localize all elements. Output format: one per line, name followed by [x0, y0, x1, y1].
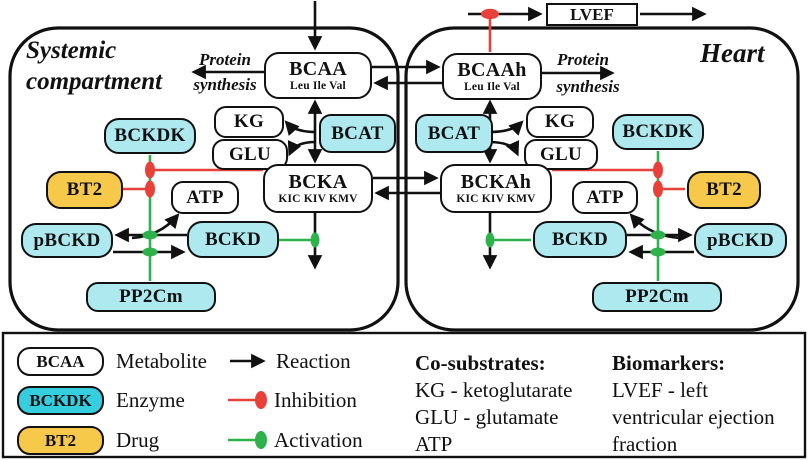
cosubstrates-item: ATP [415, 432, 453, 456]
node-bcaa: BCAA Leu Ile Val [264, 52, 372, 99]
legend-box-outline [1, 331, 807, 459]
activation-dot [142, 247, 158, 257]
node-label: KG [233, 111, 265, 133]
inhibition-dot [653, 180, 663, 198]
legend-metabolite-sample: BCAA [17, 347, 104, 376]
node-bckah: BCKAh KIC KIV KMV [440, 164, 552, 213]
node-label: ATP [586, 186, 624, 208]
node-pbckd-heart: pBCKD [694, 223, 787, 258]
biomarkers-item: LVEF - left [612, 378, 709, 402]
node-bckd-heart: BCKD [533, 221, 627, 258]
biomarkers-heading: Biomarkers: [612, 351, 726, 375]
node-bckdk-systemic: BCKDK [104, 118, 196, 154]
legend-activation-dot [255, 431, 267, 449]
edge-glu-branch-systemic [287, 140, 317, 157]
edge-glu-branch-heart [488, 140, 520, 157]
edge-kg-branch-systemic [284, 120, 317, 136]
node-bcka: BCKA KIC KIV KMV [263, 164, 373, 213]
cosubstrates-heading: Co-substrates: [415, 351, 546, 375]
node-label: BCAAh [457, 58, 527, 81]
node-label: BCKDK [114, 125, 186, 147]
legend-sample-label: BCAA [36, 351, 85, 371]
edge-kg-branch-heart [488, 120, 524, 136]
node-atp-heart: ATP [572, 181, 638, 214]
activation-dot [142, 230, 158, 240]
node-lvef: LVEF [546, 3, 638, 26]
node-sublabel: KIC KIV KMV [278, 192, 358, 205]
node-label: pBCKD [707, 229, 774, 251]
node-label: BCKD [204, 228, 262, 250]
biomarkers-item: ventricular ejection [612, 405, 775, 429]
node-bt2-heart: BT2 [687, 171, 761, 209]
systemic-title-line2: compartment [26, 67, 163, 95]
node-label: BCKD [551, 228, 609, 250]
node-atp-systemic: ATP [171, 181, 239, 214]
systemic-compartment-title: Systemic compartment [26, 36, 162, 97]
activation-dot [310, 232, 320, 248]
node-bcat-systemic: BCAT [319, 114, 396, 153]
activation-dot [650, 247, 666, 257]
protein-synthesis-label-systemic-line1: Protein [199, 50, 251, 69]
node-sublabel: KIC KIV KMV [456, 192, 536, 205]
legend-sample-label: BCKDK [29, 390, 92, 410]
node-bcat-heart: BCAT [415, 114, 493, 153]
legend-drug-label: Drug [116, 428, 160, 452]
inhibition-edges [123, 8, 685, 409]
node-sublabel: Leu Ile Val [464, 80, 520, 93]
legend-metabolite-label: Metabolite [116, 349, 207, 373]
node-label: BT2 [66, 179, 103, 201]
node-label: BCAT [331, 122, 384, 144]
heart-compartment-title: Heart [700, 38, 765, 68]
node-bckdk-heart: BCKDK [612, 114, 704, 150]
node-pp2cm-systemic: PP2Cm [86, 282, 216, 312]
edge-atp-branch-systemic [131, 213, 180, 240]
node-label: GLU [228, 143, 272, 165]
node-label: BCAA [289, 57, 347, 80]
inhibition-dot [145, 161, 155, 179]
inhibition-dot [653, 161, 663, 179]
legend-drug-sample: BT2 [17, 426, 104, 455]
node-label: PP2Cm [119, 286, 183, 308]
cosubstrates-item: GLU - glutamate [415, 405, 559, 429]
node-label: BCAT [427, 122, 481, 144]
node-label: BCKA [288, 170, 348, 193]
cosubstrates-item: KG - ketoglutarate [415, 378, 573, 402]
node-bckd-systemic: BCKD [187, 221, 279, 258]
protein-synthesis-label-heart-line2: synthesis [556, 77, 620, 96]
node-label: BCKAh [460, 170, 532, 193]
node-label: PP2Cm [625, 286, 689, 308]
node-label: KG [544, 111, 576, 133]
edge-atp-branch-heart [629, 213, 681, 240]
legend-reaction-label: Reaction [276, 349, 351, 373]
node-kg-systemic: KG [214, 106, 284, 138]
node-label: BT2 [706, 179, 742, 201]
protein-synthesis-label-systemic-line2: synthesis [193, 75, 257, 94]
legend-inhibition-label: Inhibition [274, 388, 357, 412]
activation-dot [650, 230, 666, 240]
node-bt2-systemic: BT2 [46, 171, 123, 209]
node-label: GLU [539, 143, 583, 165]
protein-synthesis-label-heart-line1: Protein [557, 50, 609, 69]
node-kg-heart: KG [526, 106, 594, 138]
systemic-title-line1: Systemic [26, 37, 117, 64]
biomarkers-item: fraction [612, 432, 678, 456]
node-label: BCKDK [622, 121, 694, 143]
node-label: ATP [186, 186, 224, 208]
node-pbckd-systemic: pBCKD [21, 223, 113, 258]
activation-edges [142, 151, 666, 449]
legend-sample-label: BT2 [44, 430, 77, 450]
legend-inhibition-dot [255, 391, 267, 409]
node-bcaah: BCAAh Leu Ile Val [442, 53, 542, 100]
node-glu-heart: GLU [524, 139, 598, 170]
legend-enzyme-sample: BCKDK [17, 386, 104, 415]
inhibition-dot [145, 180, 155, 198]
node-sublabel: Leu Ile Val [290, 79, 346, 92]
legend-enzyme-label: Enzyme [116, 388, 185, 412]
node-pp2cm-heart: PP2Cm [592, 282, 722, 312]
node-label: pBCKD [33, 229, 101, 251]
legend-activation-label: Activation [274, 428, 363, 452]
node-label: LVEF [570, 4, 614, 24]
activation-dot [485, 232, 495, 248]
inhibition-dot [481, 8, 499, 20]
